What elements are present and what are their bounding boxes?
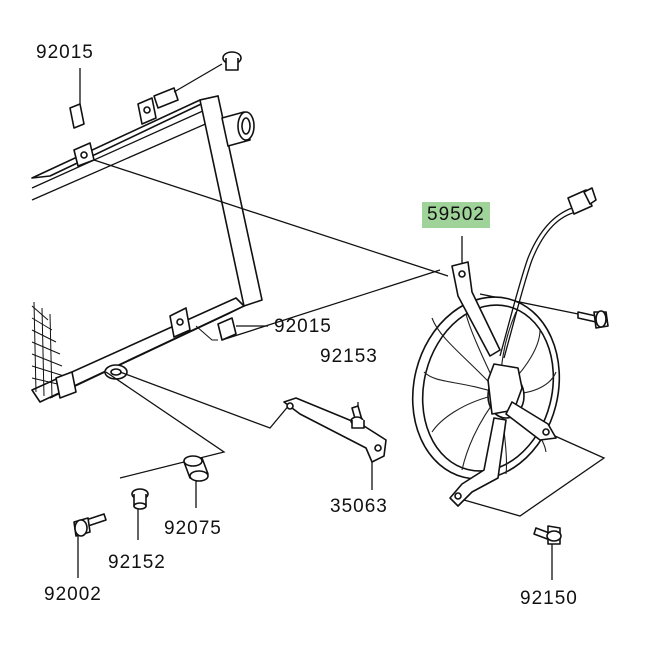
part-label-92150: 92150: [520, 588, 578, 609]
radiator: [31, 87, 263, 403]
bolt-92153: [350, 405, 365, 429]
grommet-92075: [183, 455, 209, 482]
part-label-92002: 92002: [44, 584, 102, 605]
bolt-92150-lower: [533, 525, 562, 545]
reference-lines: [77, 159, 606, 580]
part-label-92152: 92152: [108, 552, 166, 573]
bolt-92002: [73, 513, 107, 537]
stay-35063: [283, 397, 387, 463]
radiator-top-brackets: [73, 87, 179, 167]
radiator-core: [31, 301, 67, 399]
fan-assembly: [411, 187, 597, 507]
radiator-inlet-pipe: [221, 111, 255, 147]
radiator-grommet: [104, 364, 128, 380]
bolt-radiator-top: [173, 51, 242, 93]
part-label-59502: 59502: [422, 202, 490, 228]
clip-92015-top: [69, 68, 85, 129]
clip-92015-mid: [195, 317, 268, 341]
part-label-92015-top: 92015: [36, 42, 94, 63]
part-label-92015-mid: 92015: [274, 316, 332, 337]
part-label-92153: 92153: [320, 346, 378, 367]
part-label-35063: 35063: [330, 496, 388, 517]
radiator-lower-bracket: [55, 307, 191, 399]
fan-wire-harness: [499, 187, 597, 359]
bolt-92150-upper: [577, 310, 609, 329]
part-label-92075: 92075: [164, 518, 222, 539]
collar-92152: [131, 488, 149, 510]
